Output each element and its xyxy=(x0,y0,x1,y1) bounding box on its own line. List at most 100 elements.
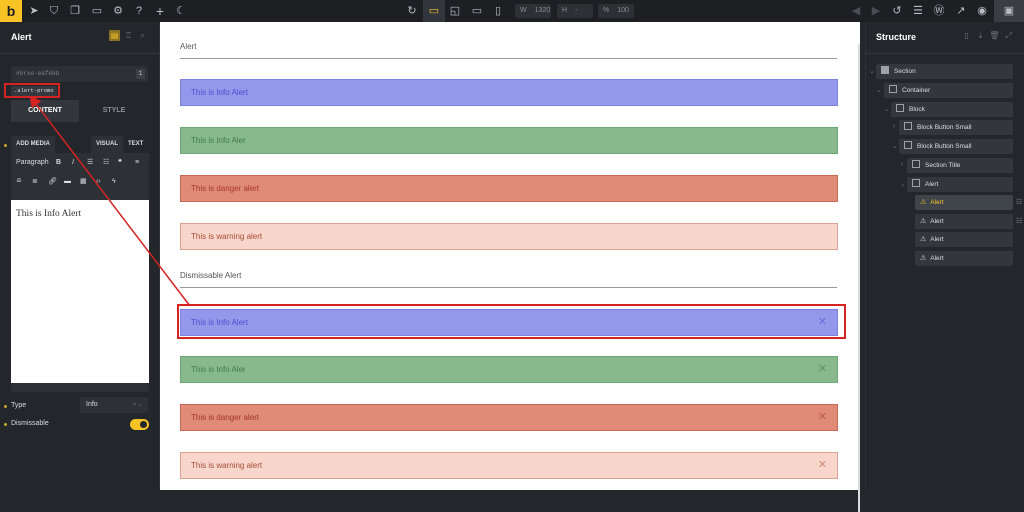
rich-text-editor: ADD MEDIA VISUAL TEXT Paragraph B I ☰ ☷ … xyxy=(11,136,149,392)
trash-icon[interactable]: 🗑︎ xyxy=(989,31,1000,40)
section-title[interactable]: Dismissable Alert xyxy=(180,271,242,280)
tree-item-section-title[interactable]: Section Title xyxy=(907,158,1013,173)
css-selector-input[interactable]: #brxe-eafebb 1 xyxy=(11,66,148,82)
moon-icon[interactable]: ☾ xyxy=(176,5,186,17)
alert-info[interactable]: This is Info Alert xyxy=(180,79,838,106)
height-input[interactable]: H- xyxy=(557,4,593,18)
align-right-icon[interactable]: ≣ xyxy=(32,178,38,185)
close-icon[interactable]: ✕ xyxy=(817,363,827,375)
quote-icon[interactable]: ❝ xyxy=(118,159,122,166)
tree-item-section[interactable]: Section xyxy=(876,64,1013,79)
italic-icon[interactable]: I xyxy=(72,159,74,166)
refresh-icon[interactable]: ↻ xyxy=(407,5,417,17)
close-icon[interactable]: ✕ xyxy=(817,316,827,328)
help-icon[interactable]: ? xyxy=(135,5,143,17)
control-indicator xyxy=(4,405,7,408)
tree-item-block-button-small[interactable]: Block Button Small xyxy=(899,139,1013,154)
dismissable-alert-info[interactable]: This is Info Alert✕ xyxy=(180,309,838,336)
desktop-icon[interactable]: ▭ xyxy=(423,0,445,22)
format-select[interactable]: Paragraph xyxy=(16,159,49,166)
tablet-landscape-icon[interactable]: ◱ xyxy=(449,5,461,17)
editor-content[interactable]: This is Info Alert xyxy=(11,200,149,383)
lightning-icon[interactable]: ϟ xyxy=(112,178,116,185)
zoom-input[interactable]: %100 xyxy=(598,4,634,18)
close-icon[interactable]: ✕ xyxy=(817,459,827,471)
download-icon[interactable]: ⤓ xyxy=(978,31,983,40)
tree-item-alert[interactable]: ⚠Alert xyxy=(915,232,1013,247)
tree-item-alert-group[interactable]: Alert xyxy=(907,177,1013,192)
external-link-icon[interactable]: ↗ xyxy=(956,5,966,17)
editor-resize-bar[interactable] xyxy=(11,383,149,392)
tree-item-container[interactable]: Container xyxy=(884,83,1013,98)
chevron-down-icon[interactable]: ⌄ xyxy=(900,181,906,188)
chevron-down-icon[interactable]: ⌄ xyxy=(876,87,882,94)
wordpress-icon[interactable]: Ⓦ xyxy=(933,5,945,17)
section-title[interactable]: Alert xyxy=(180,42,197,51)
history-icon[interactable]: ↺ xyxy=(892,5,902,17)
tree-item-alert-selected[interactable]: ⚠Alert xyxy=(915,195,1013,210)
mobile-icon[interactable]: ▯ xyxy=(494,5,502,17)
link-icon[interactable]: 🔗︎ xyxy=(48,178,57,185)
pointer-icon[interactable]: ➤ xyxy=(29,5,39,17)
global-class-icon[interactable]: ☷ xyxy=(1016,218,1023,225)
tab-style[interactable]: STYLE xyxy=(102,107,126,114)
expand-icon[interactable]: ⤢ xyxy=(1005,31,1012,40)
redo-icon[interactable]: ▶ xyxy=(871,5,881,17)
search-icon[interactable]: ⌕ xyxy=(140,31,145,40)
database-icon[interactable]: ☰ xyxy=(913,5,923,17)
chevron-right-icon[interactable]: › xyxy=(901,161,904,168)
dismissable-alert-warning[interactable]: This is warning alert✕ xyxy=(180,452,838,479)
close-icon[interactable]: ✕ xyxy=(817,411,827,423)
folder-icon[interactable]: ▭ xyxy=(91,5,103,17)
pages-icon[interactable]: ❐ xyxy=(70,5,80,17)
tab-content[interactable]: CONTENT xyxy=(11,100,79,122)
alert-success[interactable]: This is Info Aler xyxy=(180,127,838,154)
eye-icon[interactable]: ◉ xyxy=(977,5,987,17)
save-button[interactable]: ▣ xyxy=(994,0,1024,22)
block-icon xyxy=(912,179,920,188)
bricks-logo[interactable]: b xyxy=(0,0,22,22)
clipboard-icon[interactable]: ▯ xyxy=(964,31,969,40)
numbered-list-icon[interactable]: ☷ xyxy=(103,159,110,166)
chevron-down-icon[interactable]: ⌄ xyxy=(884,106,890,113)
dismissable-alert-danger[interactable]: This is danger alert✕ xyxy=(180,404,838,431)
undo-icon[interactable]: ◀ xyxy=(851,5,861,17)
html5-icon[interactable]: ⛉ xyxy=(49,5,59,17)
chevron-down-icon[interactable]: ⌄ xyxy=(869,68,875,75)
badge-icon[interactable]: ♖ xyxy=(124,31,133,40)
dismissable-toggle[interactable] xyxy=(130,419,149,430)
horizontal-rule-icon[interactable]: ▬ xyxy=(64,178,71,185)
type-select[interactable]: Info × ⌄ xyxy=(80,397,148,413)
canvas-scrollbar[interactable] xyxy=(858,44,860,512)
align-left-icon[interactable]: ≡ xyxy=(135,159,140,166)
chevron-right-icon[interactable]: › xyxy=(893,123,896,130)
add-media-button[interactable]: ADD MEDIA xyxy=(11,136,55,153)
tree-item-block-button-small[interactable]: Block Button Small xyxy=(899,120,1013,135)
element-classes-icon[interactable]: ▤ xyxy=(109,30,120,41)
save-icon: ▣ xyxy=(1003,5,1015,17)
selector-count-badge[interactable]: 1 xyxy=(136,69,145,79)
bullet-list-icon[interactable]: ☰ xyxy=(87,159,94,166)
bold-icon[interactable]: B xyxy=(56,159,62,166)
type-label: Type xyxy=(11,402,27,409)
chevron-down-icon[interactable]: ⌄ xyxy=(892,143,898,150)
text-tab[interactable]: TEXT xyxy=(128,141,144,147)
plus-icon[interactable]: + xyxy=(155,3,165,19)
tree-item-alert[interactable]: ⚠Alert xyxy=(915,251,1013,266)
global-class-icon[interactable]: ☷ xyxy=(1016,199,1023,206)
class-chip[interactable]: .alert-promo xyxy=(11,86,57,96)
align-center-icon[interactable]: ≘ xyxy=(16,178,22,185)
toolbar-toggle-icon[interactable]: ▦ xyxy=(80,178,87,185)
tree-item-block[interactable]: Block xyxy=(891,102,1013,117)
alert-danger[interactable]: This is danger alert xyxy=(180,175,838,202)
visual-tab[interactable]: VISUAL xyxy=(91,136,124,153)
alert-warning[interactable]: This is warning alert xyxy=(180,223,838,250)
tree-item-alert[interactable]: ⚠Alert xyxy=(915,214,1013,229)
dismissable-alert-success[interactable]: This is Info Aler✕ xyxy=(180,356,838,383)
tablet-icon[interactable]: ▭ xyxy=(471,5,483,17)
section-icon xyxy=(881,66,889,75)
code-icon[interactable]: ‹› xyxy=(96,178,101,185)
editor-toolbar: Paragraph B I ☰ ☷ ❝ ≡ ≘ ≣ 🔗︎ ▬ ▦ ‹› ϟ xyxy=(11,153,149,200)
settings-icon[interactable]: ⚙ xyxy=(113,5,123,17)
